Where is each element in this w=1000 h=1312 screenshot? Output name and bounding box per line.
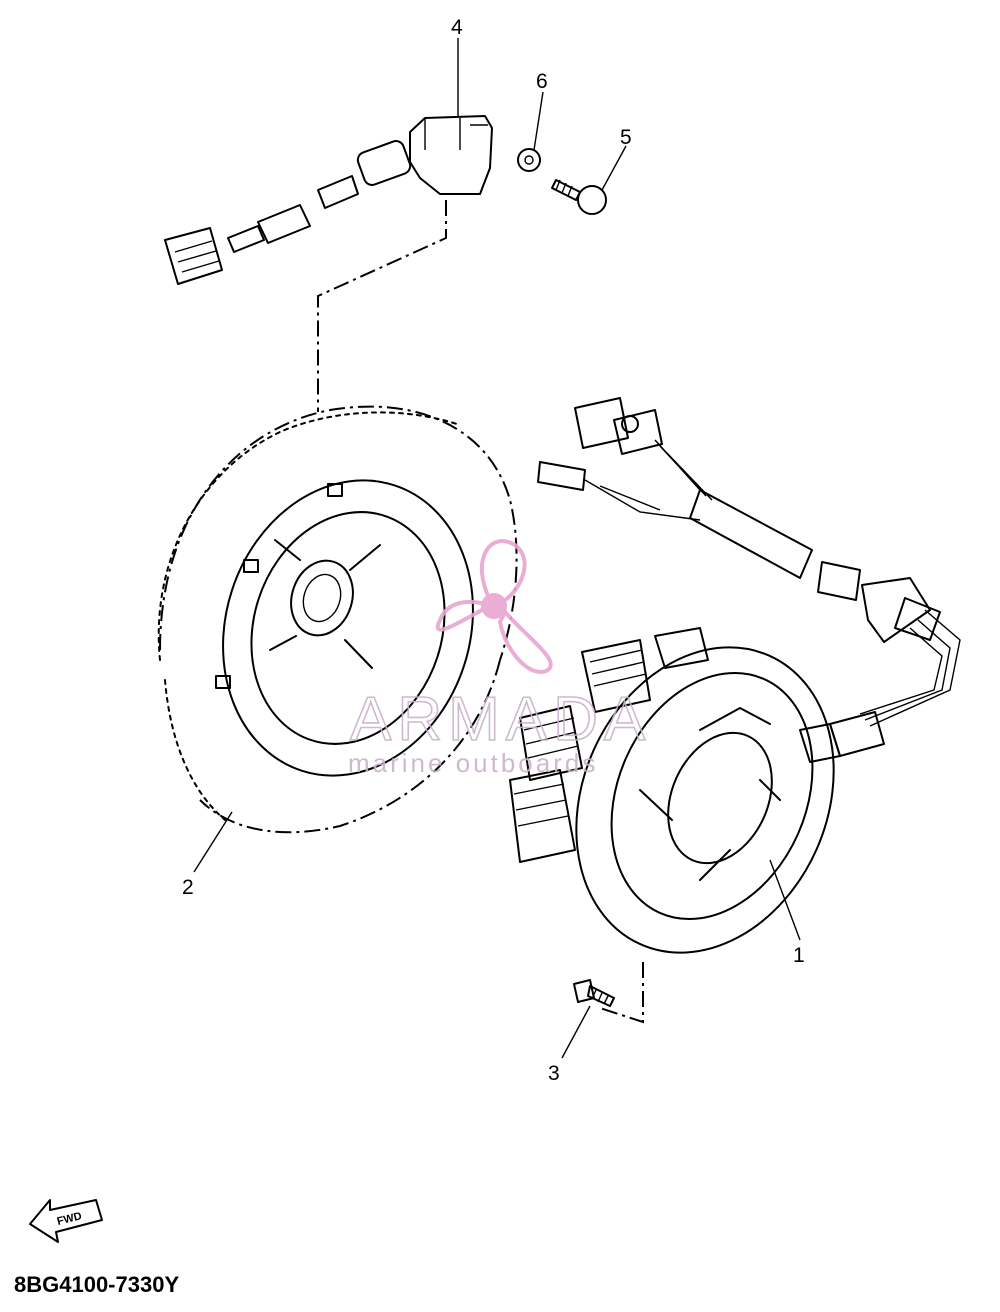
washer-part (517, 148, 541, 172)
flywheel-rotor (157, 405, 518, 834)
alignment-line-coil (317, 200, 447, 412)
alignment-line-screw (599, 962, 644, 1024)
stator-assembly (509, 627, 835, 954)
fwd-arrow-icon (29, 1199, 103, 1243)
watermark-brand: ARMADA (350, 685, 651, 754)
screw-part-3 (573, 979, 615, 1007)
armada-watermark: ARMADA marine outboards (348, 539, 651, 778)
propeller-logo-icon (435, 539, 553, 674)
callout-label-4: 4 (451, 16, 463, 39)
callout-label-3: 3 (548, 1062, 560, 1085)
callout-label-1: 1 (793, 944, 805, 967)
callout-leaders (193, 38, 801, 1059)
fwd-marker: FWD (29, 1199, 103, 1243)
callout-label-6: 6 (536, 70, 548, 93)
callout-label-2: 2 (182, 876, 194, 899)
stator-wiring-harness (537, 397, 961, 763)
fwd-label: FWD (56, 1210, 83, 1228)
screw-part-5 (551, 179, 607, 215)
part-code: 8BG4100-7330Y (14, 1272, 179, 1297)
pulser-coil-assembly (164, 115, 493, 285)
watermark-tagline: marine outboards (348, 748, 598, 778)
callout-label-5: 5 (620, 126, 632, 149)
